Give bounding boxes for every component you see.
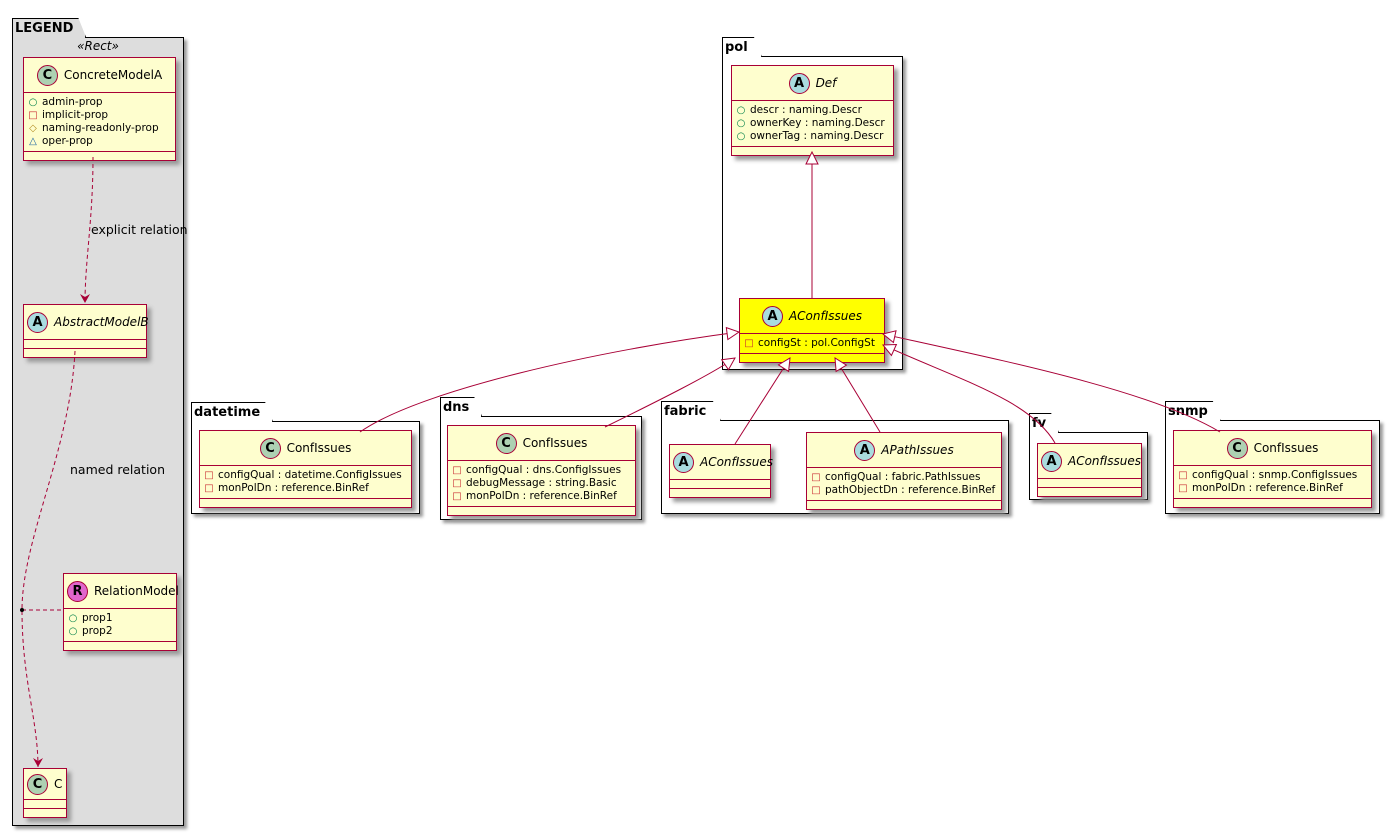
class-attribute: ○ownerKey : naming.Descr (736, 117, 885, 129)
private-visibility-icon: □ (28, 110, 38, 121)
private-visibility-icon: □ (204, 470, 214, 481)
class-name: ConfIssues (1253, 441, 1319, 455)
private-visibility-icon: □ (452, 491, 462, 502)
public-visibility-icon: ○ (736, 105, 746, 116)
class-kind-C-icon: C (27, 773, 48, 795)
explicit-relation-line (80, 156, 94, 304)
class-kind-A-icon: A (761, 305, 783, 327)
class-name: AConfIssues (1068, 454, 1142, 468)
package-name: dns (440, 397, 482, 417)
class-def[interactable]: A Def ○descr : naming.Descr○ownerKey : nam… (731, 65, 894, 156)
class-attribute: □pathObjectDn : reference.BinRef (811, 484, 996, 496)
class-attribute: □debugMessage : string.Basic (452, 477, 617, 489)
private-visibility-icon: □ (811, 472, 821, 483)
class-kind-R-icon: R (67, 580, 88, 602)
public-visibility-icon: ○ (68, 626, 78, 637)
class-concrete[interactable]: C ConcreteModelA ○admin-prop□implicit-prop… (23, 57, 176, 161)
private-visibility-icon: □ (204, 483, 214, 494)
public-visibility-icon: ○ (68, 613, 78, 624)
class-attribute: ○admin-prop (28, 96, 103, 108)
explicit-relation-label: explicit relation (91, 222, 188, 237)
class-attribute: □monPolDn : reference.BinRef (452, 490, 617, 502)
class-attribute: □monPolDn : reference.BinRef (204, 482, 369, 494)
class-name: AConfIssues (788, 309, 863, 323)
inherit-line-datetime (359, 332, 739, 433)
class-name: ConfIssues (286, 441, 352, 455)
class-kind-A-icon: A (788, 72, 810, 94)
class-kind-A-icon: A (854, 439, 876, 461)
named-relation-label: named relation (70, 462, 165, 477)
class-fabpath[interactable]: A APathIssues □configQual : fabric.PathIss… (806, 432, 1002, 510)
class-name: ConfIssues (522, 436, 588, 450)
package-stereotype: «Rect» (77, 39, 119, 53)
package-name: LEGEND (12, 18, 86, 38)
package-visibility-icon: △ (29, 136, 37, 147)
class-kind-A-icon: A (27, 311, 48, 333)
class-kind-C-icon: C (495, 432, 517, 454)
package-legend: LEGEND«Rect» (12, 18, 184, 826)
class-attribute: □configSt : pol.ConfigSt (744, 337, 875, 349)
class-attribute: □configQual : datetime.ConfigIssues (204, 469, 402, 481)
inherit-line-fabric-aconf (734, 358, 790, 445)
class-attribute: □configQual : fabric.PathIssues (811, 471, 981, 483)
class-name: AConfIssues (700, 455, 774, 469)
class-attribute: △oper-prop (29, 135, 93, 147)
package-name: fabric (661, 401, 721, 421)
named-relation-line (21, 350, 76, 768)
class-name: RelationModel (94, 584, 179, 598)
private-visibility-icon: □ (1178, 483, 1188, 494)
public-visibility-icon: ○ (736, 118, 746, 129)
package-name: pol (722, 37, 762, 57)
inherit-line-fv (883, 345, 1056, 444)
class-abstractb[interactable]: A AbstractModelB (23, 304, 149, 358)
class-relmodel[interactable]: R RelationModel ○prop1○prop2 (63, 573, 179, 651)
private-visibility-icon: □ (452, 465, 462, 476)
public-visibility-icon: ○ (736, 131, 746, 142)
private-visibility-icon: □ (811, 485, 821, 496)
inherit-line-snmp (883, 334, 1221, 433)
class-snmpconf[interactable]: C ConfIssues □configQual : snmp.ConfigIssu… (1173, 430, 1372, 508)
class-kind-C-icon: C (36, 64, 58, 86)
class-fvconf[interactable]: A AConfIssues (1037, 443, 1142, 497)
class-name: Def (815, 76, 837, 90)
class-attribute: □monPolDn : reference.BinRef (1178, 482, 1343, 494)
private-visibility-icon: □ (744, 338, 754, 349)
class-attribute: ○prop2 (68, 625, 113, 637)
class-name: C (54, 777, 63, 791)
class-dnsconf[interactable]: C ConfIssues □configQual : dns.ConfigIssue… (447, 425, 636, 516)
class-attribute: ○ownerTag : naming.Descr (736, 130, 884, 142)
class-attribute: □implicit-prop (28, 109, 109, 121)
class-fabconf[interactable]: A AConfIssues (669, 444, 774, 498)
class-kind-A-icon: A (1041, 450, 1062, 472)
private-visibility-icon: □ (1178, 470, 1188, 481)
class-name: AbstractModelB (54, 315, 149, 329)
protected-visibility-icon: ◇ (29, 123, 37, 134)
class-kind-C-icon: C (259, 437, 281, 459)
inherit-line-fabric-apath (835, 358, 881, 433)
class-dtconf[interactable]: C ConfIssues □configQual : datetime.Config… (199, 430, 412, 508)
class-name: APathIssues (881, 443, 954, 457)
class-kind-A-icon: A (673, 451, 694, 473)
inherit-line-dns (604, 358, 735, 428)
class-attribute: ○prop1 (68, 612, 113, 624)
class-attribute: □configQual : snmp.ConfigIssues (1178, 469, 1358, 481)
class-attribute: ◇naming-readonly-prop (29, 122, 159, 134)
private-visibility-icon: □ (452, 478, 462, 489)
class-kind-C-icon: C (1226, 437, 1248, 459)
class-attribute: ○descr : naming.Descr (736, 104, 862, 116)
class-attribute: □configQual : dns.ConfigIssues (452, 464, 622, 476)
package-name: datetime (191, 402, 273, 422)
public-visibility-icon: ○ (28, 97, 38, 108)
class-name: ConcreteModelA (63, 68, 163, 82)
